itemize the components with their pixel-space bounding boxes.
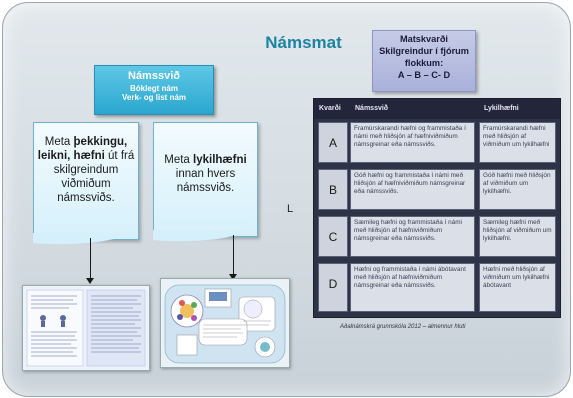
document-thumbnail-image	[22, 285, 150, 371]
connector-line-left	[90, 238, 91, 278]
assessment-scale-table: Kvarði Námssvið Lykilhæfni A Framúrskara…	[313, 98, 561, 318]
subject-criteria-cell: Hæfni og frammistaða í námi ábótavant me…	[350, 263, 475, 312]
subject-criteria-cell: Góð hæfni og frammistaða í námi með hlið…	[350, 169, 475, 210]
competence-criteria-cell: Hæfni með hliðsjón af viðmiðum um lykilh…	[479, 263, 556, 312]
doc-left-pre: Meta	[44, 136, 74, 148]
grade-cell: A	[318, 122, 348, 163]
table-header-competence: Lykilhæfni	[484, 105, 519, 112]
arrow-down-icon	[229, 274, 237, 280]
competence-criteria-cell: Góð hæfni með hliðsjón af viðmiðum um ly…	[479, 169, 556, 210]
namssvid-line2: Bóklegt nám	[129, 84, 178, 93]
page-title: Námsmat	[265, 33, 342, 52]
table-row: C Sæmileg hæfni og frammistaða í námi me…	[314, 213, 560, 260]
grade-label: D	[328, 277, 338, 291]
table-row: B Góð hæfni og frammistaða í námi með hl…	[314, 166, 560, 213]
matskvardi-line2: Skilgreindur í fjórum	[379, 46, 469, 56]
grade-cell: B	[318, 169, 348, 210]
namssvid-heading: Námssvið	[128, 70, 180, 82]
doc-right-pre: Meta	[164, 154, 194, 166]
competence-criteria-cell: Framúrskarandi hæfni með hliðsjón af við…	[479, 122, 556, 163]
table-row: A Framúrskarandi hæfni og frammistaða í …	[314, 119, 560, 166]
subject-criteria-cell: Framúrskarandi hæfni og frammistaða í ná…	[350, 122, 475, 163]
table-header-subject: Námssvið	[355, 105, 389, 112]
matskvardi-line4: A – B – C- D	[397, 70, 451, 80]
grade-label: B	[328, 183, 337, 197]
matskvardi-line1: Matskvarði	[399, 34, 448, 44]
grade-label: A	[328, 136, 337, 150]
diagram-thumbnail-image	[160, 278, 290, 368]
subject-criteria-cell: Sæmileg hæfni og frammistaða í námi með …	[350, 216, 475, 257]
table-header-row: Kvarði Námssvið Lykilhæfni	[314, 99, 560, 119]
connector-line-right	[233, 235, 234, 275]
arrow-down-icon	[86, 278, 94, 284]
matskvardi-box: Matskvarði Skilgreindur í fjórum flokkum…	[372, 30, 476, 92]
table-header-grade: Kvarði	[319, 105, 341, 112]
document-shape-knowledge: Meta þekkingu, leikni, hæfni út frá skil…	[33, 122, 139, 247]
doc-right-bold: lykilhæfni	[193, 154, 247, 166]
competence-criteria-cell: Sæmileg hæfni með hliðsjón af viðmiðum u…	[479, 216, 556, 257]
stray-letter: L	[287, 203, 294, 215]
doc-left-bold: þekkingu, leikni, hæfni	[37, 136, 128, 162]
doc-right-post: innan hvers námssviðs.	[175, 168, 236, 194]
grade-cell: D	[318, 263, 348, 312]
matskvardi-line3: flokkum:	[404, 58, 444, 68]
namssvid-line3: Verk- og list nám	[121, 93, 187, 102]
table-row: D Hæfni og frammistaða í námi ábótavant …	[314, 260, 560, 315]
doc-left-post: út frá skilgreindum viðmiðum námssviðs.	[53, 150, 135, 204]
source-caption: Aðalnámskrá grunnskóla 2012 – almennur h…	[340, 324, 466, 330]
document-shape-key-competence: Meta lykilhæfni innan hvers námssviðs.	[153, 122, 258, 244]
grade-cell: C	[318, 216, 348, 257]
namssvid-box: Námssvið Bóklegt nám Verk- og list nám	[94, 65, 214, 115]
grade-label: C	[328, 230, 338, 244]
